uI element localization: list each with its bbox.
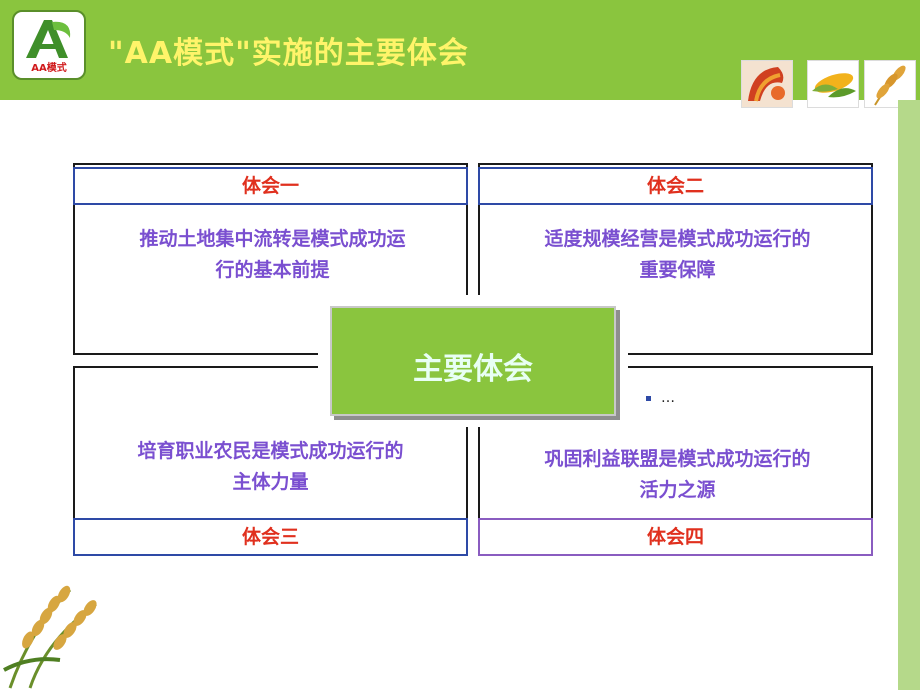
quadrant-4-text-line1: 巩固利益联盟是模式成功运行的 <box>544 448 811 470</box>
quadrant-1-label: 体会一 <box>73 167 468 205</box>
logo-text: AA模式 <box>31 63 67 74</box>
quadrant-3-text: 培育职业农民是模式成功运行的 主体力量 <box>78 436 463 498</box>
fruit-slice-image <box>741 60 793 108</box>
center-label: 主要体会 <box>413 352 533 387</box>
center-box: 主要体会 <box>330 306 616 416</box>
quadrant-3-text-line2: 主体力量 <box>232 471 309 493</box>
bullet-square-icon <box>646 395 651 401</box>
quadrant-4-text: 巩固利益联盟是模式成功运行的 活力之源 <box>485 444 870 506</box>
quadrant-3-label: 体会三 <box>73 518 468 556</box>
quadrant-1-text-line1: 推动土地集中流转是模式成功运 <box>139 228 406 250</box>
quadrant-2-label: 体会二 <box>478 167 873 205</box>
header-bar: AA模式 "AA模式"实施的主要体会 <box>0 0 920 100</box>
corn-image <box>807 60 859 108</box>
rice-plant-image <box>0 570 130 690</box>
logo-a-icon <box>26 20 71 58</box>
bullet-text: … <box>661 390 675 406</box>
quadrant-2-text-line1: 适度规模经营是模式成功运行的 <box>544 228 811 250</box>
quadrant-1-text: 推动土地集中流转是模式成功运 行的基本前提 <box>80 224 465 286</box>
quadrant-1-text-line2: 行的基本前提 <box>215 259 330 281</box>
quadrant-4-text-line2: 活力之源 <box>639 479 716 501</box>
quadrant-2-text-line2: 重要保障 <box>639 259 716 281</box>
quadrant-2-text: 适度规模经营是模式成功运行的 重要保障 <box>485 224 870 286</box>
quadrant-3-text-line1: 培育职业农民是模式成功运行的 <box>137 440 404 462</box>
bullet-item: … <box>646 390 675 406</box>
right-accent-bar <box>898 100 920 690</box>
wheat-image <box>864 60 916 108</box>
logo: AA模式 <box>12 10 86 80</box>
page-title: "AA模式"实施的主要体会 <box>108 36 469 71</box>
quadrant-4-label: 体会四 <box>478 518 873 556</box>
